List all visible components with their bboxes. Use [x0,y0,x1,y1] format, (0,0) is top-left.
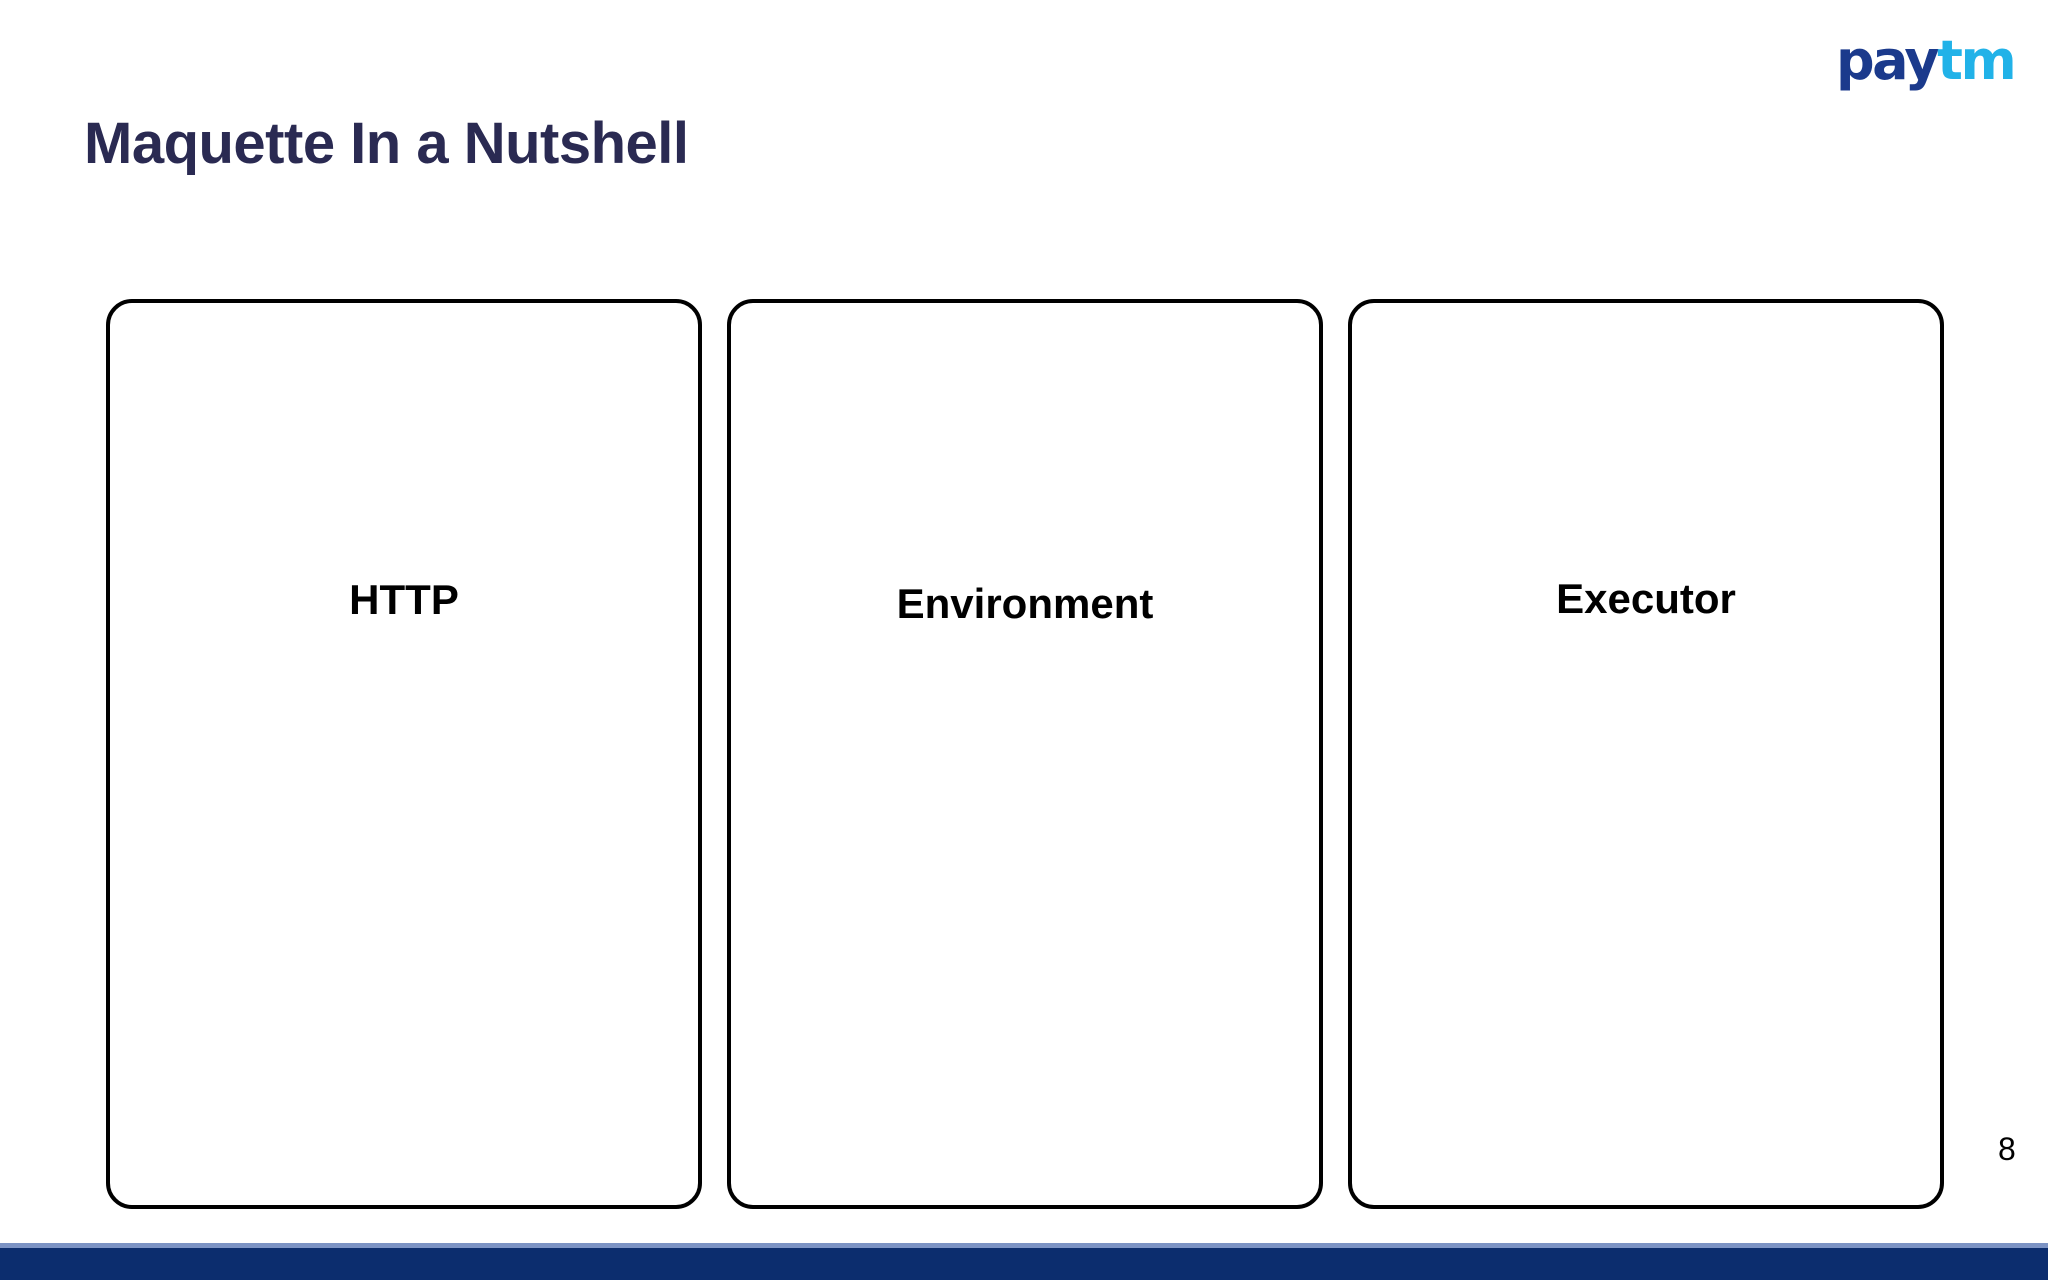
component-box-executor: Executor [1348,299,1944,1209]
component-box-row: HTTP Environment Executor [106,299,1944,1209]
paytm-logo-tm-text: tm [1937,29,2017,92]
component-box-http-label: HTTP [349,576,459,623]
component-box-executor-label: Executor [1556,575,1736,622]
page-title: Maquette In a Nutshell [84,111,689,176]
footer-bar [0,1248,2048,1280]
paytm-logo: paytm [1836,32,2026,90]
paytm-logo-wordmark: paytm [1836,34,2017,88]
page-number: 8 [1998,1131,2016,1167]
component-box-http: HTTP [106,299,702,1209]
component-box-environment-label: Environment [896,580,1154,627]
footer-accent-line [0,1243,2048,1248]
paytm-logo-pay-text: pay [1836,29,1940,92]
component-box-environment: Environment [727,299,1323,1209]
